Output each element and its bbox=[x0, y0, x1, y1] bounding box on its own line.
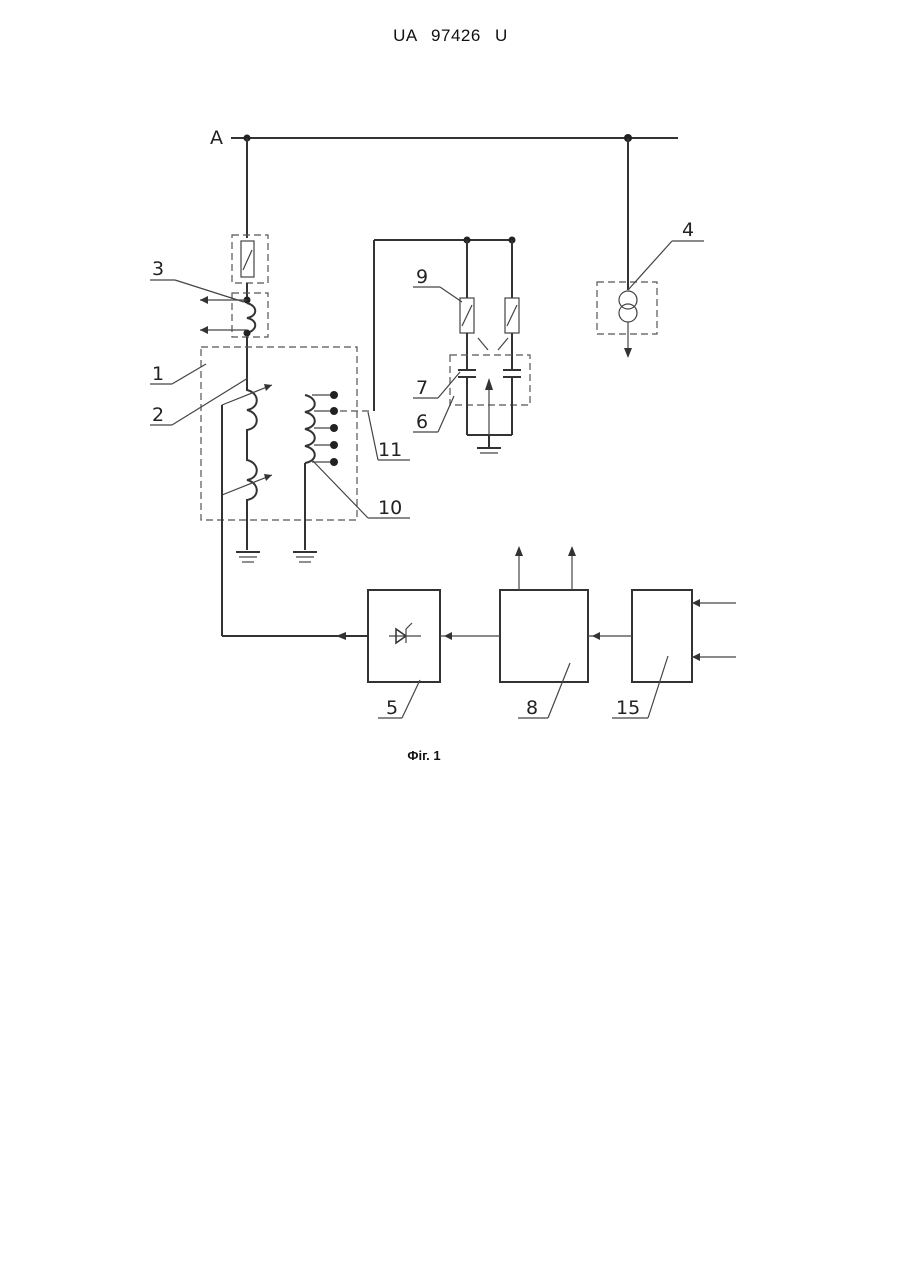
leader-lines bbox=[150, 241, 704, 718]
label-5: 5 bbox=[386, 697, 398, 719]
label-8: 8 bbox=[526, 697, 538, 719]
label-6: 6 bbox=[416, 411, 428, 433]
control-unit bbox=[500, 590, 588, 682]
capacitors bbox=[458, 370, 521, 435]
voltage-transformer bbox=[597, 138, 657, 358]
label-1: 1 bbox=[152, 363, 164, 385]
label-3: 3 bbox=[152, 258, 164, 280]
ground-icon bbox=[477, 435, 501, 453]
switch-pair bbox=[460, 240, 519, 370]
ground-icon bbox=[236, 552, 260, 562]
reactor-coil bbox=[222, 380, 272, 550]
label-11: 11 bbox=[378, 439, 402, 461]
label-7: 7 bbox=[416, 377, 428, 399]
bus-label: A bbox=[210, 127, 223, 149]
control-wiring bbox=[222, 405, 736, 661]
feeder-line bbox=[200, 138, 268, 380]
label-9: 9 bbox=[416, 266, 428, 288]
label-4: 4 bbox=[682, 219, 694, 241]
label-2: 2 bbox=[152, 404, 164, 426]
thyristor-block bbox=[368, 590, 440, 682]
bus-line bbox=[231, 134, 678, 142]
label-10: 10 bbox=[378, 497, 402, 519]
ground-icon bbox=[293, 552, 317, 562]
signal-unit bbox=[632, 590, 692, 682]
capacitor-bank bbox=[450, 355, 530, 405]
label-15: 15 bbox=[616, 697, 640, 719]
figure-caption: Фіг. 1 bbox=[0, 748, 848, 763]
